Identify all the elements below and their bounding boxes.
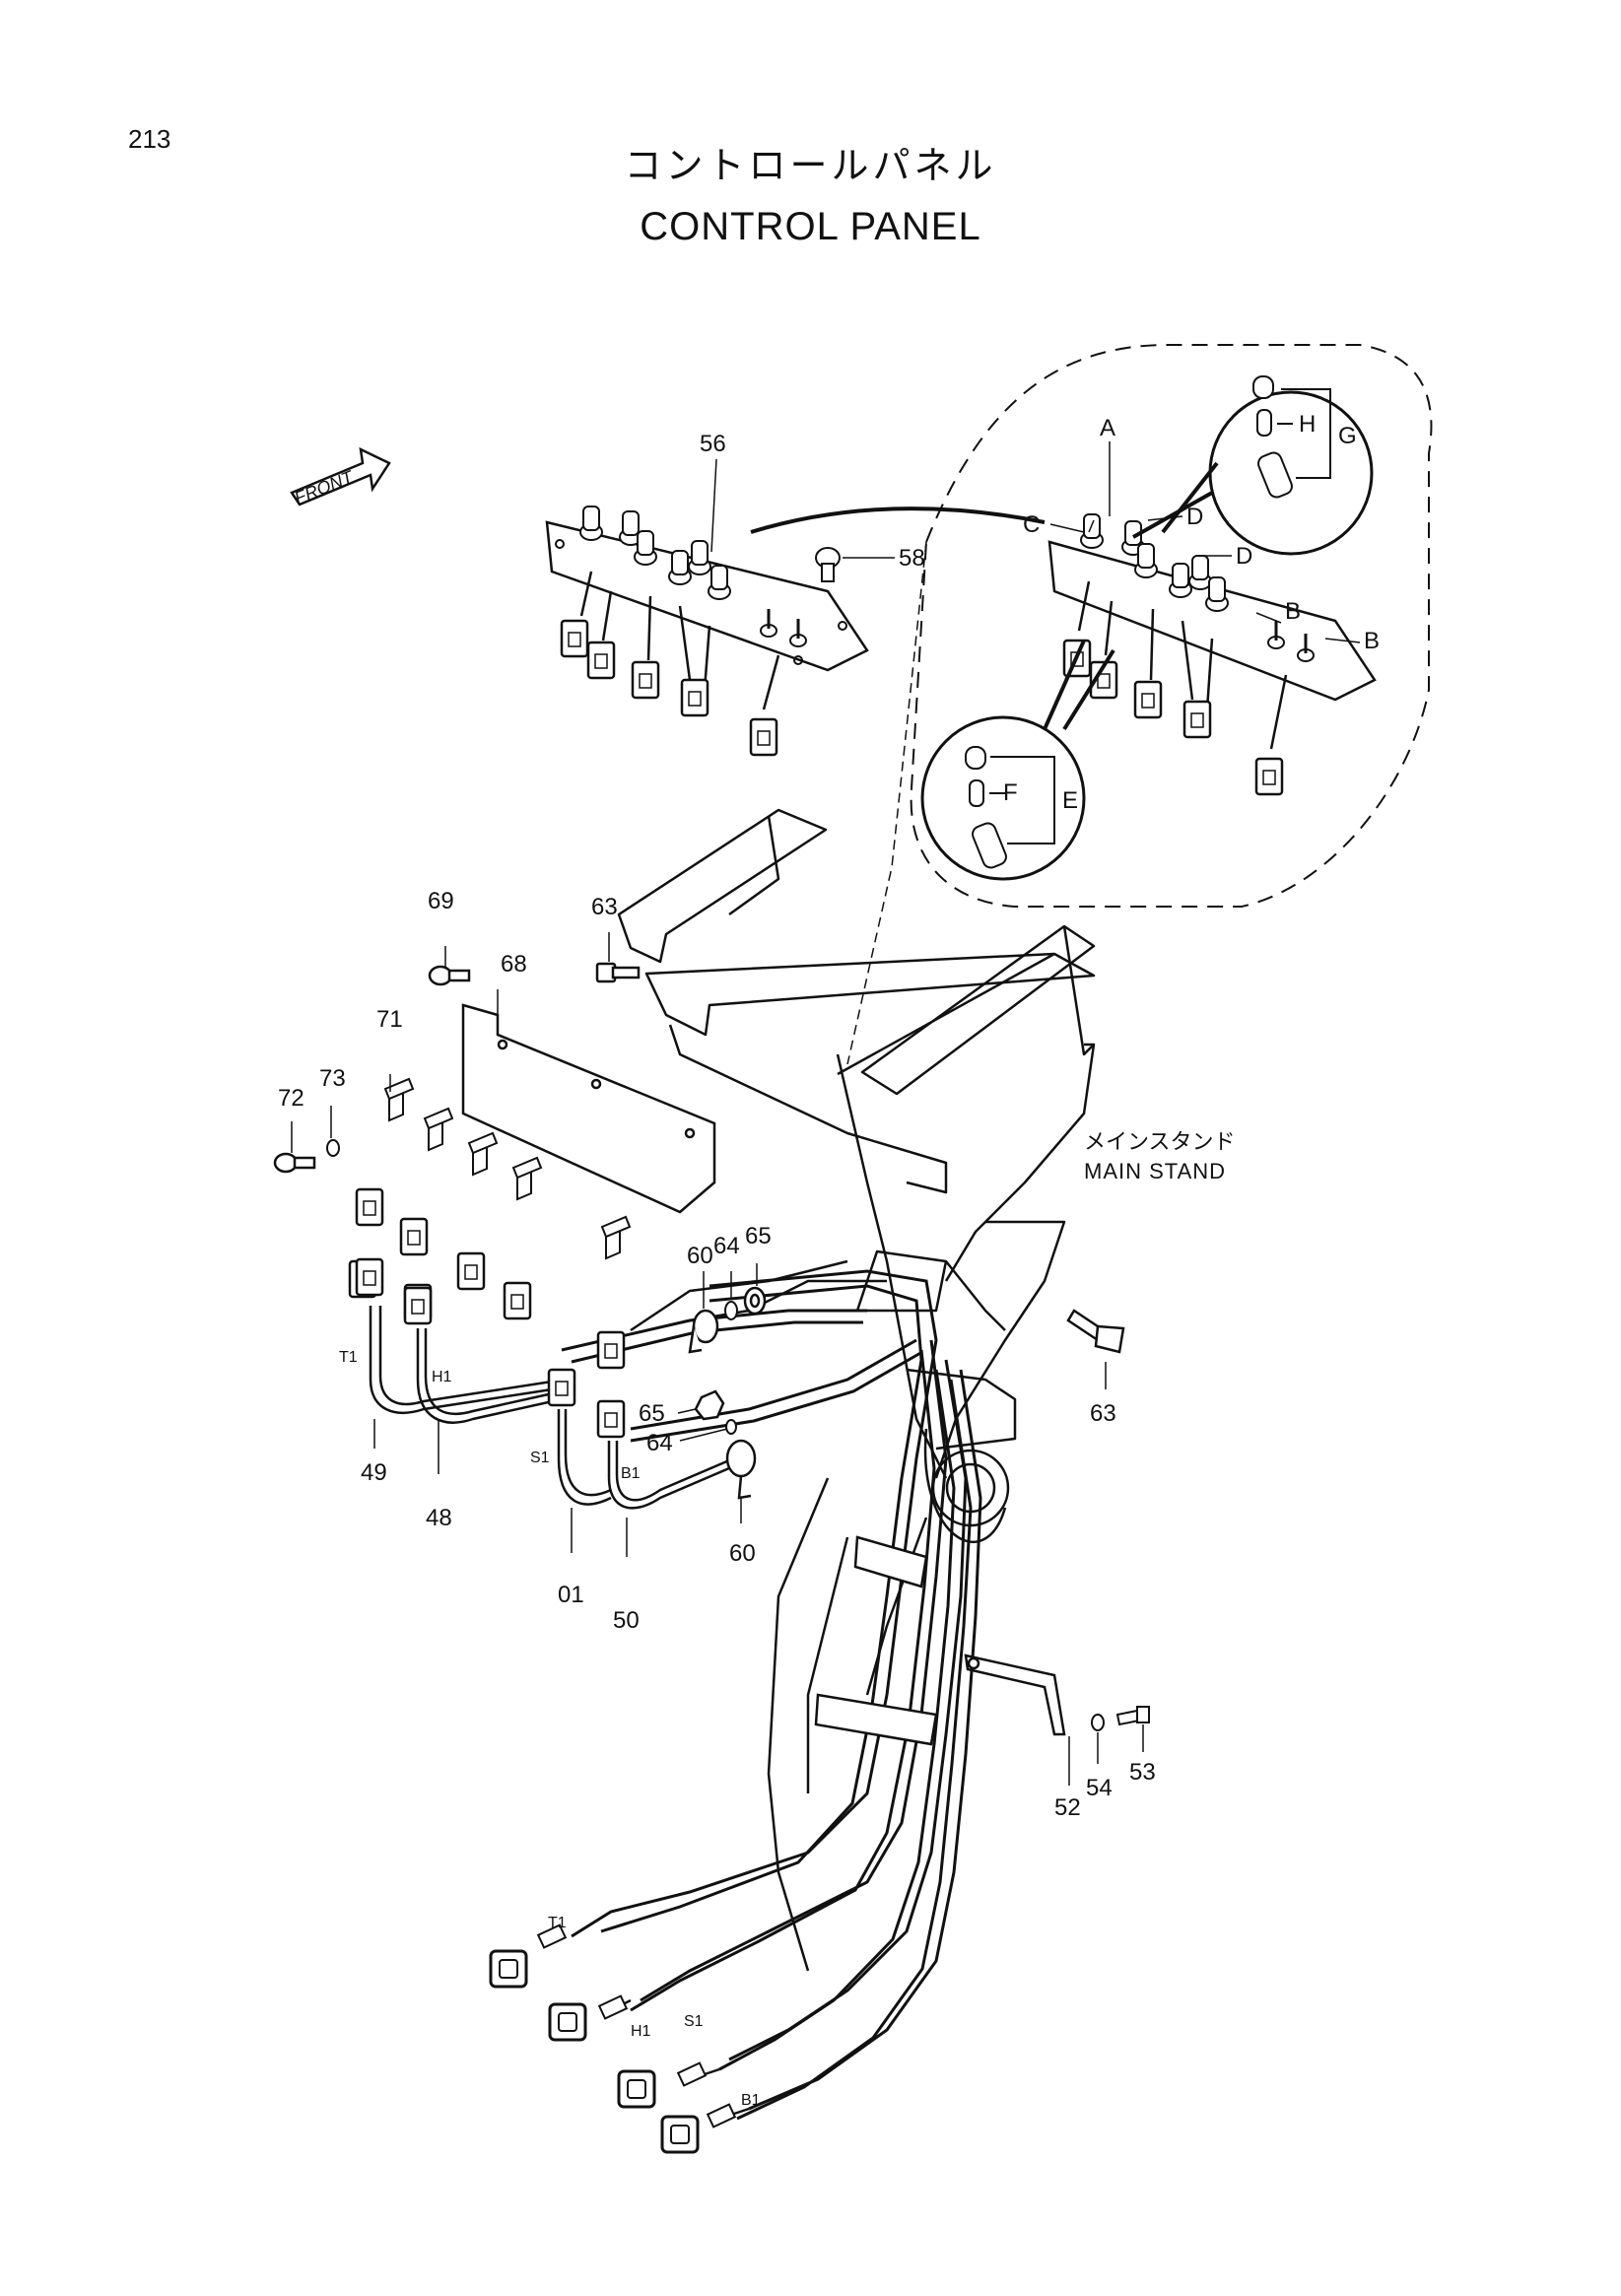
callout-65-lower: 65 <box>639 1400 665 1427</box>
callout-numbers: 56 58 69 63 68 71 73 72 60 64 65 63 65 6… <box>278 411 1380 1821</box>
washer-64-lower-icon <box>725 1419 737 1435</box>
mounted-connectors <box>348 1187 626 1370</box>
wire-label-s1-upper: S1 <box>530 1450 550 1466</box>
connector-bracket-plate-68 <box>461 1003 716 1214</box>
callout-01: 01 <box>558 1582 584 1608</box>
washer-73-icon <box>326 1139 340 1157</box>
control-panel-detail <box>1047 513 1377 796</box>
callout-leader-lines <box>291 423 1361 1786</box>
callout-60-upper: 60 <box>687 1243 713 1269</box>
callout-48: 48 <box>426 1505 452 1531</box>
callout-b-lower: B <box>1364 628 1380 654</box>
screw-58-icon <box>815 547 841 582</box>
callout-f: F <box>1003 779 1018 806</box>
callout-53: 53 <box>1129 1759 1156 1786</box>
callout-56: 56 <box>700 431 726 457</box>
callout-58: 58 <box>899 545 925 572</box>
main-stand-label-japanese: メインスタンド <box>1084 1129 1236 1154</box>
callout-g: G <box>1338 423 1357 449</box>
page-number: 213 <box>128 124 171 154</box>
wire-label-h1-upper: H1 <box>432 1369 452 1385</box>
sub-harness-connectors <box>355 1257 626 1439</box>
nut-65-upper-icon <box>743 1286 767 1316</box>
washer-54-icon <box>1091 1714 1105 1731</box>
clamp-60-upper-icon <box>688 1309 719 1354</box>
callout-52: 52 <box>1054 1794 1081 1821</box>
callout-49: 49 <box>361 1459 387 1486</box>
wire-label-t1-lower: T1 <box>548 1915 567 1931</box>
detail-view-boundary <box>846 344 1433 1065</box>
callout-64-upper: 64 <box>713 1233 740 1259</box>
callout-63-lower: 63 <box>1090 1400 1116 1427</box>
detail-leader <box>750 506 1046 534</box>
callout-d-upper: D <box>1186 504 1203 530</box>
callout-63-upper: 63 <box>591 894 618 920</box>
main-wiring-harness <box>561 1269 982 2121</box>
title-english: CONTROL PANEL <box>640 205 981 248</box>
harness-bracket-52 <box>964 1654 1066 1736</box>
bolt-53-icon <box>1115 1706 1150 1726</box>
wire-marker-labels: T1 H1 S1 B1 T1 H1 S1 B1 <box>339 1349 761 2109</box>
callout-73: 73 <box>319 1065 346 1092</box>
control-panel-56 <box>545 506 869 757</box>
callout-69: 69 <box>428 888 454 914</box>
lamp-detail-e <box>920 640 1115 881</box>
main-stand-label-english: MAIN STAND <box>1084 1159 1227 1183</box>
harness-end-plugs <box>489 1924 750 2154</box>
title-japanese: コントロールパネル <box>624 146 997 187</box>
nut-65-lower-icon <box>694 1389 725 1421</box>
callout-50: 50 <box>613 1607 640 1634</box>
bolt-69-icon <box>428 965 471 986</box>
wire-label-h1-lower: H1 <box>631 2023 651 2040</box>
wire-label-s1-lower: S1 <box>684 2013 704 2030</box>
callout-60-lower: 60 <box>729 1540 756 1567</box>
callout-e: E <box>1062 787 1078 814</box>
callout-65-upper: 65 <box>745 1223 772 1249</box>
bolt-63-left-icon <box>595 962 641 983</box>
wire-label-b1-upper: B1 <box>621 1465 641 1482</box>
harness-straps <box>814 1535 938 1746</box>
callout-64-lower: 64 <box>646 1430 673 1456</box>
wire-label-b1-lower: B1 <box>741 2092 761 2109</box>
wire-label-t1-upper: T1 <box>339 1349 358 1366</box>
front-label: FRONT <box>292 466 358 508</box>
callout-68: 68 <box>501 951 527 978</box>
callout-c: C <box>1023 511 1040 538</box>
washer-64-upper-icon <box>724 1301 738 1320</box>
bolt-63-right-icon <box>1066 1309 1125 1354</box>
callout-h: H <box>1299 411 1316 438</box>
sub-harness-48-49 <box>369 1306 730 1510</box>
callout-54: 54 <box>1086 1775 1113 1801</box>
callout-d-lower: D <box>1236 543 1252 570</box>
front-direction-arrow-icon: FRONT <box>290 446 391 508</box>
callout-71: 71 <box>376 1006 403 1033</box>
clamp-60-lower-icon <box>725 1439 757 1500</box>
callout-b-upper: B <box>1285 598 1301 625</box>
callout-a: A <box>1100 415 1115 441</box>
callout-72: 72 <box>278 1085 304 1112</box>
lamp-detail-g <box>1132 375 1374 556</box>
bolt-72-icon <box>273 1152 316 1174</box>
